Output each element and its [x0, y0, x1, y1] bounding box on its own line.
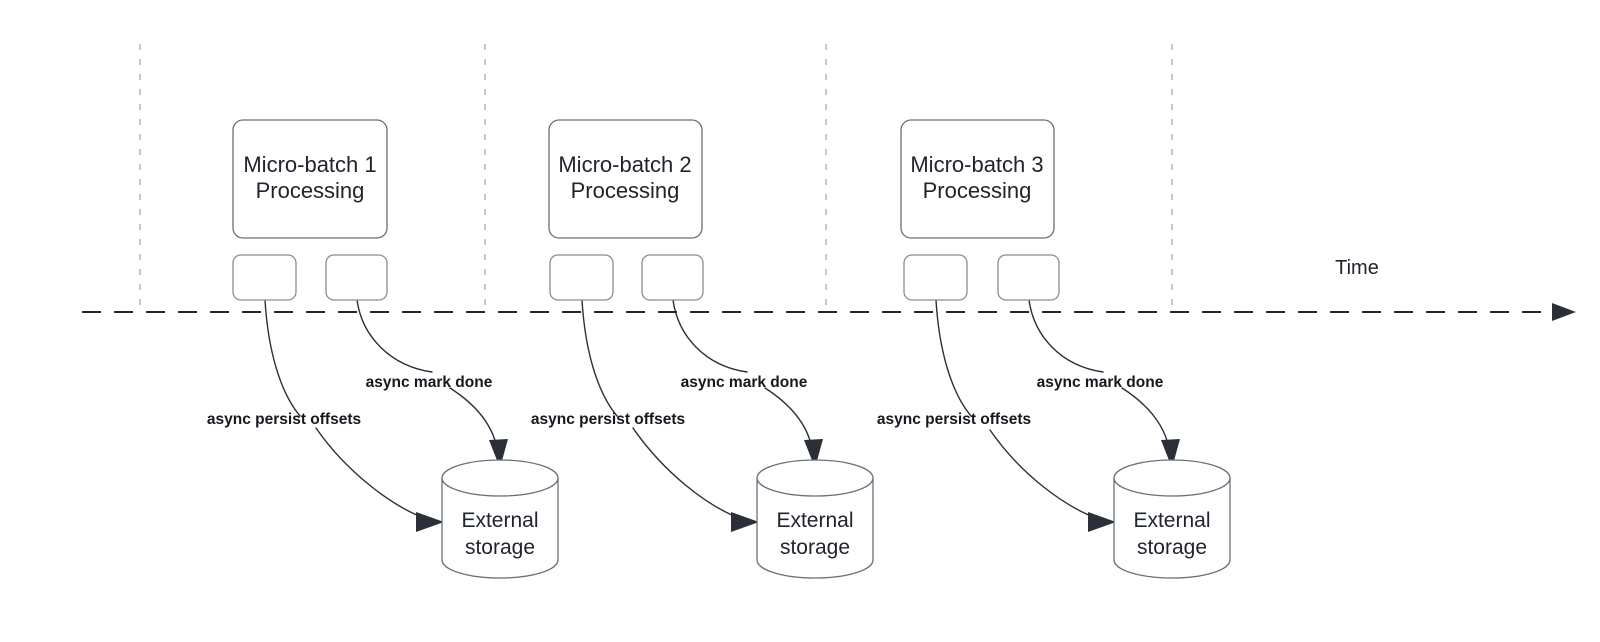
external-storage-3[interactable]: External storage [1113, 459, 1231, 579]
markdone-label-1: async mark done [366, 374, 493, 391]
time-axis-label: Time [1335, 257, 1379, 279]
persist-edge-3-lower [989, 429, 1105, 522]
external-storage-1-label-line2: storage [465, 536, 535, 559]
microbatch-3-label-line2: Processing [923, 178, 1032, 203]
group-1: Micro-batch 1 Processing async persist o… [207, 119, 559, 579]
persist-label-2: async persist offsets [531, 411, 685, 428]
markdone-edge-1-upper [356, 299, 433, 373]
microbatch-2-box[interactable]: Micro-batch 2 Processing [548, 119, 703, 239]
markdone-label-2: async mark done [681, 374, 808, 391]
microbatch-1-label-line2: Processing [256, 178, 365, 203]
external-storage-1-body[interactable] [441, 477, 559, 579]
markdone-edge-2-upper [672, 299, 748, 373]
persist-edge-2-upper [581, 299, 618, 417]
persist-arrowhead-3 [1088, 512, 1116, 532]
group-1-edges [264, 299, 508, 532]
microbatch-2-rect[interactable] [548, 119, 703, 239]
microbatch-1-task-right-rect[interactable] [325, 254, 388, 301]
markdone-edge-2-lower [764, 387, 813, 449]
markdone-arrowhead-3 [1161, 439, 1180, 468]
persist-edge-2-lower [632, 427, 748, 522]
external-storage-1-top [441, 459, 559, 497]
external-storage-3-top [1113, 459, 1231, 497]
external-storage-2-label-line1: External [776, 509, 853, 532]
markdone-arrowhead-2 [804, 439, 823, 468]
markdone-arrowhead-1 [489, 439, 508, 468]
time-axis: Time [82, 257, 1576, 321]
markdone-edge-1-lower [449, 387, 498, 449]
microbatch-2-label-line1: Micro-batch 2 [558, 152, 691, 177]
persist-label-3: async persist offsets [877, 411, 1031, 428]
external-storage-3-body[interactable] [1113, 477, 1231, 579]
microbatch-1-task-left-rect[interactable] [232, 254, 297, 301]
group-2: Micro-batch 2 Processing async persist o… [531, 119, 874, 579]
microbatch-3-task-left-rect[interactable] [903, 254, 968, 301]
group-2-edges [581, 299, 823, 532]
microbatch-1-box[interactable]: Micro-batch 1 Processing [232, 119, 388, 239]
time-axis-arrowhead [1552, 303, 1576, 321]
microbatch-2-task-right[interactable] [641, 254, 704, 301]
microbatch-3-task-left[interactable] [903, 254, 968, 301]
microbatch-1-task-left[interactable] [232, 254, 297, 301]
external-storage-2-top [756, 459, 874, 497]
group-3-edges [935, 299, 1180, 532]
markdone-edge-3-lower [1121, 387, 1170, 449]
external-storage-1[interactable]: External storage [441, 459, 559, 579]
microbatch-3-rect[interactable] [900, 119, 1055, 239]
persist-edge-3-upper [935, 299, 972, 417]
persist-label-1: async persist offsets [207, 411, 361, 428]
microbatch-1-rect[interactable] [232, 119, 388, 239]
microbatch-2-task-left[interactable] [549, 254, 614, 301]
persist-arrowhead-2 [731, 512, 759, 532]
external-storage-2-body[interactable] [756, 477, 874, 579]
microbatch-2-label-line2: Processing [571, 178, 680, 203]
markdone-edge-3-upper [1028, 299, 1104, 373]
microbatch-2-task-right-rect[interactable] [641, 254, 704, 301]
microbatch-1-label-line1: Micro-batch 1 [243, 152, 376, 177]
microbatch-3-box[interactable]: Micro-batch 3 Processing [900, 119, 1055, 239]
persist-edge-1-upper [264, 299, 301, 417]
group-3: Micro-batch 3 Processing async persist o… [877, 119, 1231, 579]
persist-arrowhead-1 [416, 512, 444, 532]
external-storage-1-label-line1: External [461, 509, 538, 532]
microbatch-1-task-right[interactable] [325, 254, 388, 301]
external-storage-3-label-line2: storage [1137, 536, 1207, 559]
microbatch-3-label-line1: Micro-batch 3 [910, 152, 1043, 177]
microbatch-2-task-left-rect[interactable] [549, 254, 614, 301]
persist-edge-1-lower [315, 427, 433, 522]
microbatch-3-task-right-rect[interactable] [997, 254, 1060, 301]
external-storage-2[interactable]: External storage [756, 459, 874, 579]
external-storage-3-label-line1: External [1133, 509, 1210, 532]
microbatch-3-task-right[interactable] [997, 254, 1060, 301]
markdone-label-3: async mark done [1037, 374, 1164, 391]
external-storage-2-label-line2: storage [780, 536, 850, 559]
